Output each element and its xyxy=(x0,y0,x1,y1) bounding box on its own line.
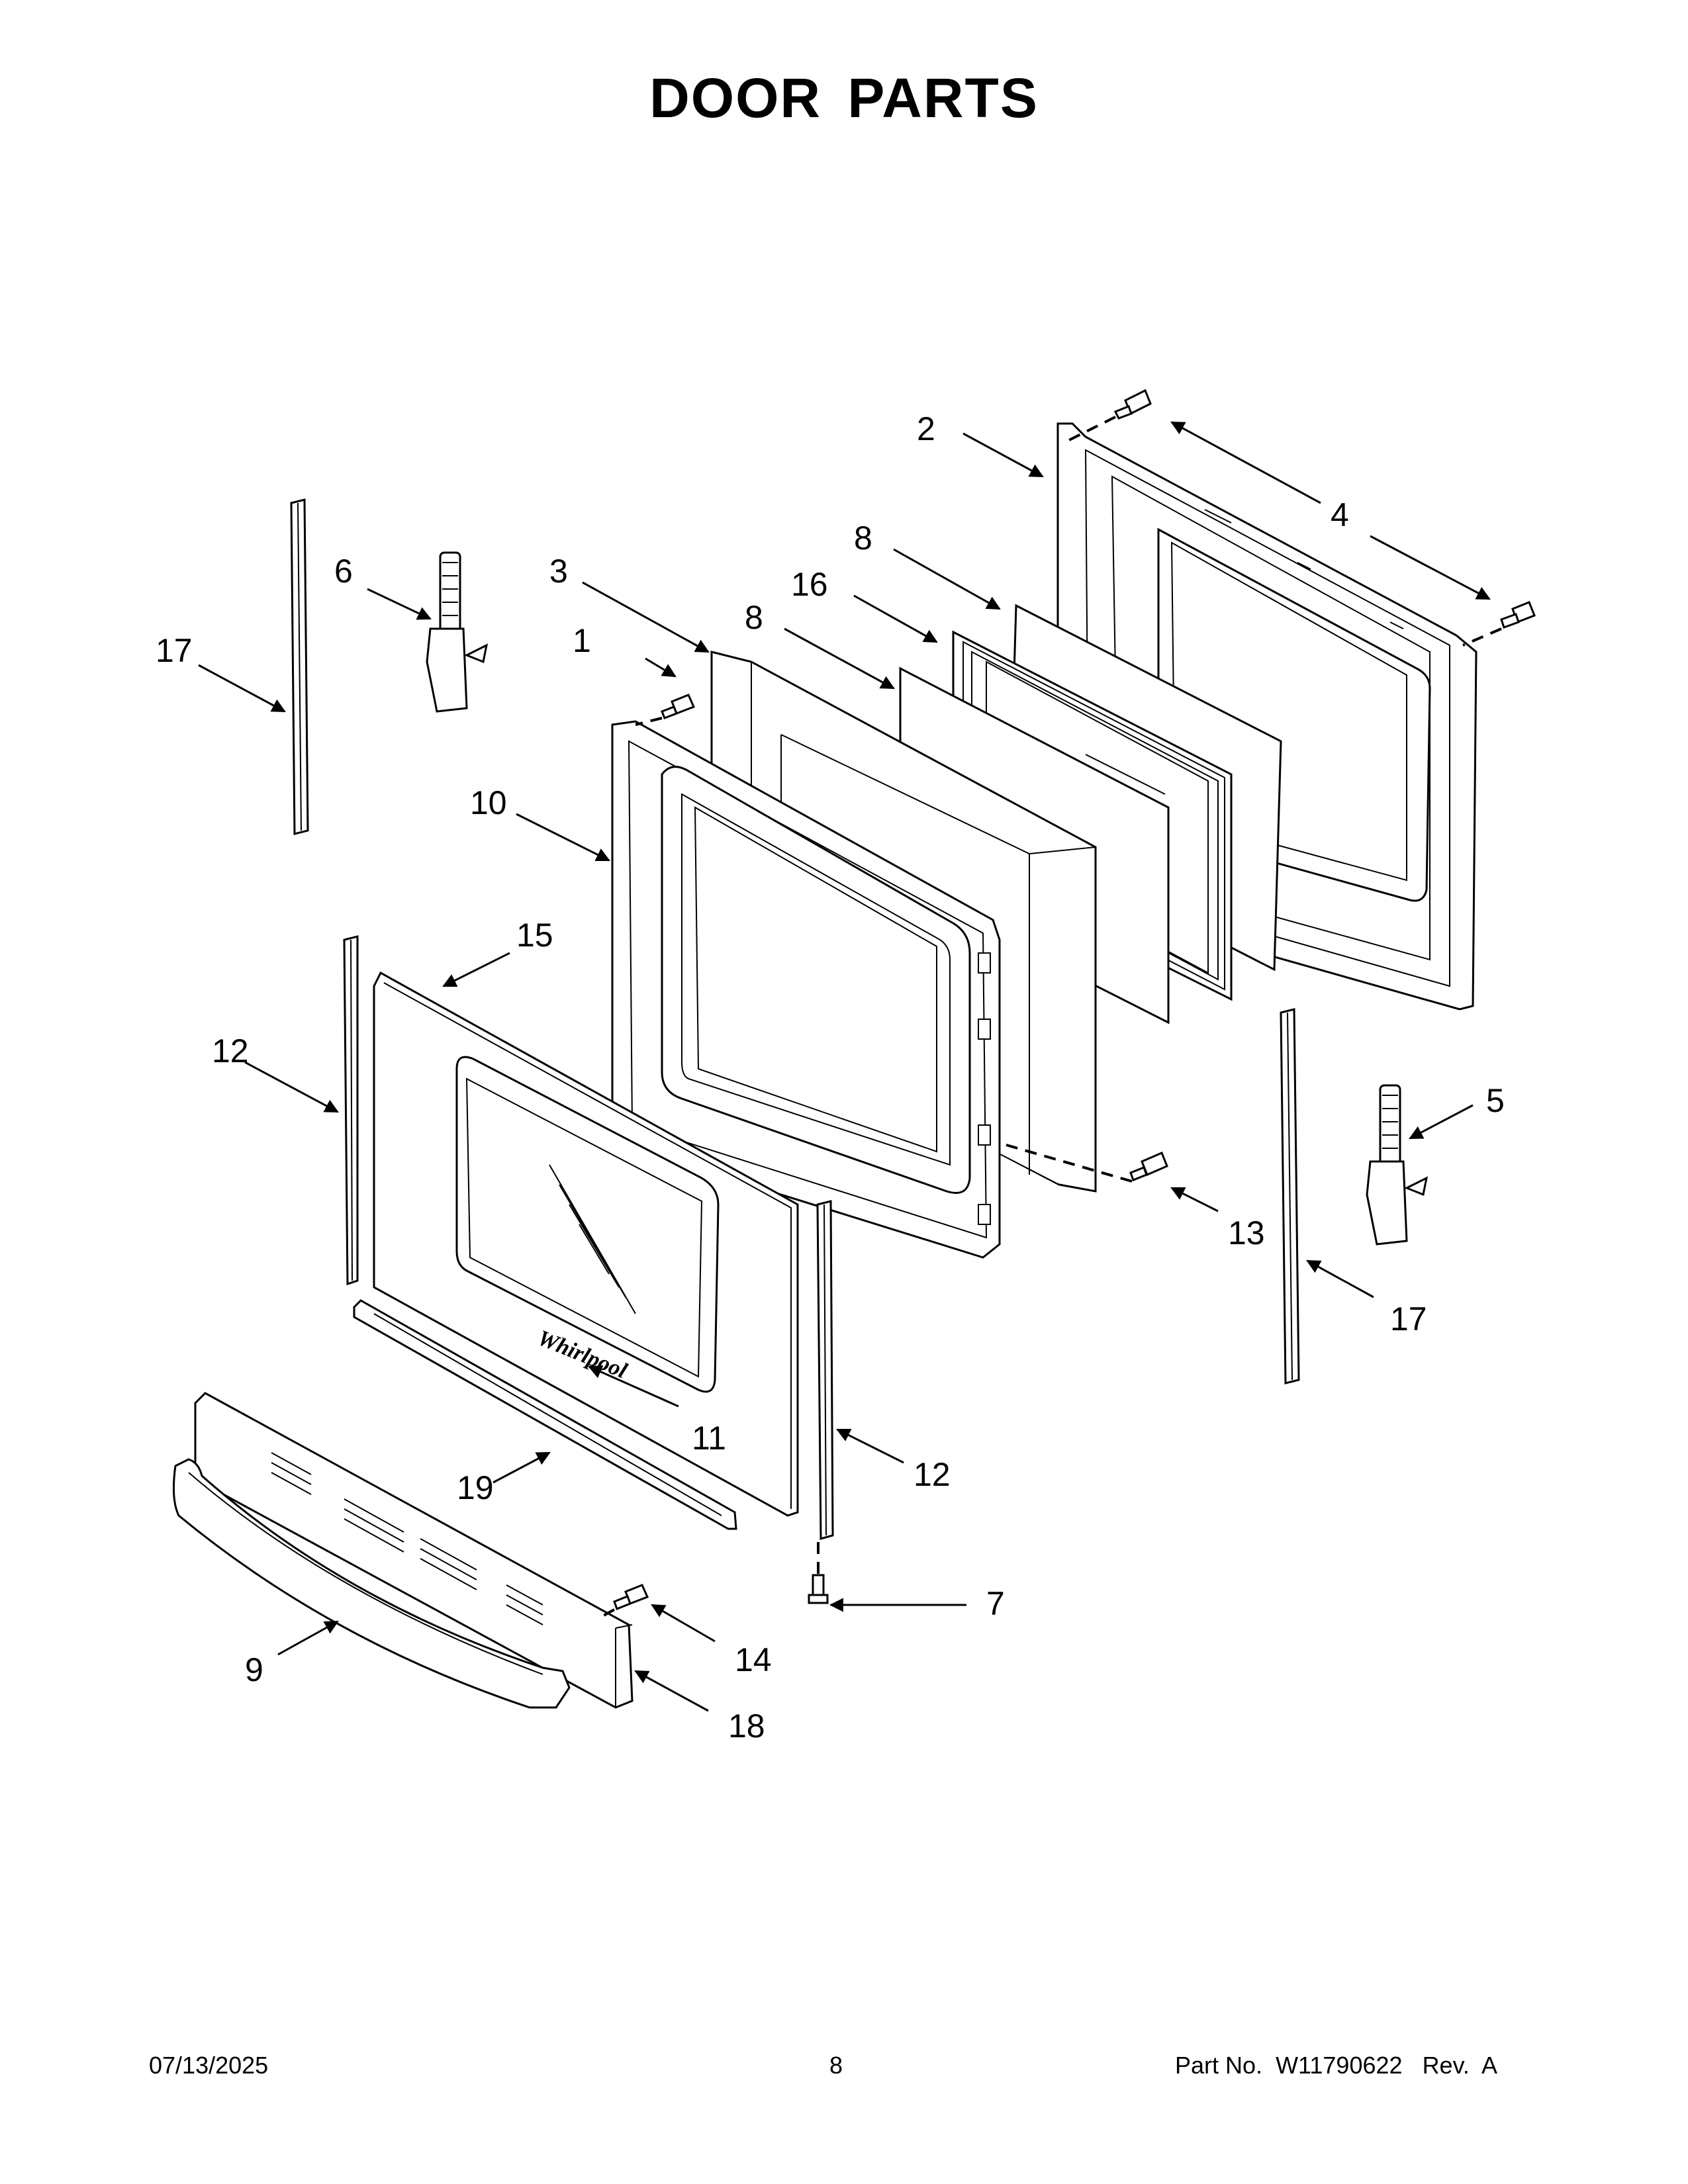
part-number: W11790622 xyxy=(1276,2052,1403,2079)
callout-5: 5 xyxy=(1486,1082,1505,1119)
liner-screw[interactable] xyxy=(1129,1152,1168,1181)
rev-value: A xyxy=(1481,2052,1497,2079)
leader-arrows xyxy=(198,421,1491,1712)
inner-door-screw-top[interactable] xyxy=(1113,388,1152,420)
footer-part-info: Part No. W11790622 Rev. A xyxy=(1175,2052,1497,2079)
footer-date: 07/13/2025 xyxy=(149,2052,269,2079)
callout-1: 1 xyxy=(573,622,591,659)
callout-17-right: 17 xyxy=(1390,1300,1427,1338)
callout-3: 3 xyxy=(549,553,568,590)
callout-14: 14 xyxy=(735,1641,772,1678)
door-handle[interactable] xyxy=(172,1458,571,1709)
callout-13: 13 xyxy=(1228,1214,1265,1251)
callout-19: 19 xyxy=(457,1469,494,1506)
rev-label: Rev. xyxy=(1422,2052,1470,2079)
callout-15: 15 xyxy=(516,917,553,954)
trim-screw-bottom[interactable] xyxy=(808,1574,829,1604)
hinge-channel-right[interactable] xyxy=(1280,1008,1300,1385)
door-screw[interactable] xyxy=(661,694,696,719)
callout-17-left: 17 xyxy=(156,632,193,669)
footer-page-number: 8 xyxy=(829,2052,843,2079)
callout-10: 10 xyxy=(470,784,507,821)
callout-9: 9 xyxy=(245,1651,263,1688)
bottom-trim[interactable] xyxy=(353,1299,737,1530)
callout-12-left: 12 xyxy=(212,1032,249,1069)
callout-16: 16 xyxy=(791,566,828,603)
hinge-right[interactable] xyxy=(1366,1084,1429,1246)
side-trim-left[interactable] xyxy=(343,935,359,1286)
callout-2: 2 xyxy=(917,410,935,447)
callout-4: 4 xyxy=(1331,496,1349,533)
handle-screw[interactable] xyxy=(613,1584,649,1610)
page-title: DOOR PARTS xyxy=(649,67,1039,129)
hinge-channel-left[interactable] xyxy=(290,498,309,835)
callout-6: 6 xyxy=(334,553,353,590)
callout-12-right: 12 xyxy=(914,1456,951,1493)
callout-8-upper: 8 xyxy=(854,520,872,557)
side-trim-right[interactable] xyxy=(816,1200,834,1540)
assembly-lines xyxy=(598,416,1502,1619)
callout-labels: 1 2 3 4 5 6 7 8 8 9 10 11 12 12 13 14 15… xyxy=(156,410,1505,1745)
callout-18: 18 xyxy=(728,1707,765,1745)
callout-7: 7 xyxy=(986,1585,1005,1622)
door-liner-frame[interactable] xyxy=(611,720,1001,1259)
inner-door-screw-bottom[interactable] xyxy=(1500,601,1536,629)
callout-8-lower: 8 xyxy=(745,599,763,636)
part-label: Part No. xyxy=(1175,2052,1263,2079)
outer-door-glass[interactable] xyxy=(373,971,799,1517)
callout-11: 11 xyxy=(692,1420,726,1457)
hinge-left[interactable] xyxy=(426,551,489,713)
